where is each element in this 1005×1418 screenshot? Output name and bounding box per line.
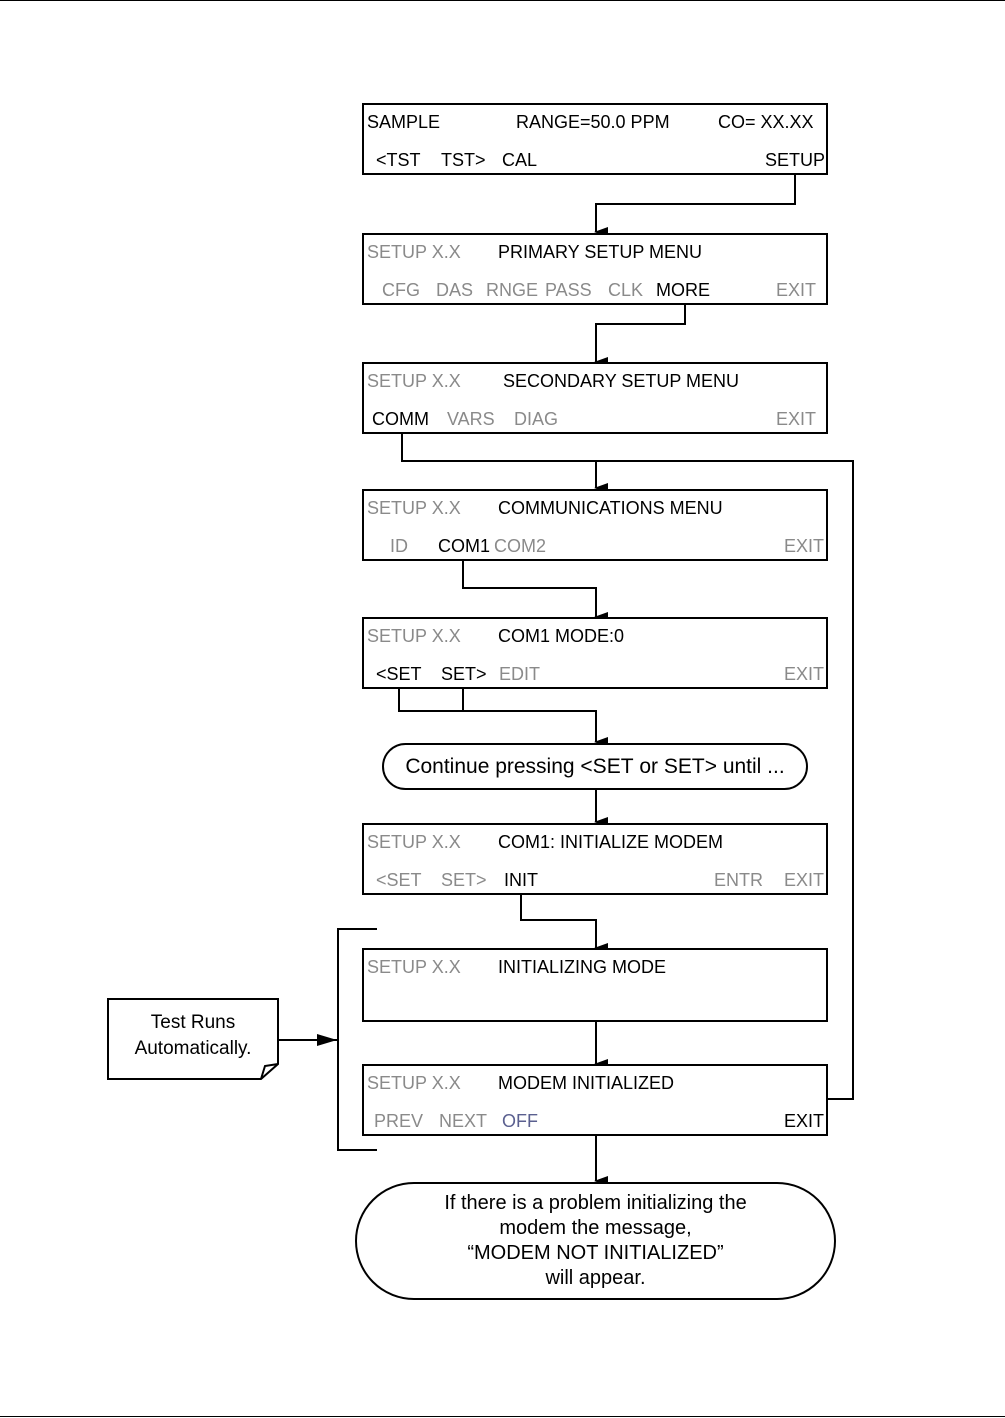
screen-title: MODEM INITIALIZED — [498, 1073, 675, 1093]
setup-version-label: SETUP X.X — [367, 832, 461, 852]
com1-button[interactable]: COM1 — [438, 536, 491, 556]
sample-mode-label: SAMPLE — [367, 112, 441, 132]
init-button[interactable]: INIT — [504, 870, 538, 890]
cal-button[interactable]: CAL — [502, 150, 538, 170]
set-next-button[interactable]: SET> — [441, 870, 487, 890]
communications-menu-screen: SETUP X.X COMMUNICATIONS MENU ID COM1 CO… — [362, 489, 828, 561]
vars-button[interactable]: VARS — [447, 409, 495, 429]
id-button[interactable]: ID — [390, 536, 408, 556]
setup-version-label: SETUP X.X — [367, 1073, 461, 1093]
com2-button[interactable]: COM2 — [494, 536, 547, 556]
screen-title: PRIMARY SETUP MENU — [498, 242, 703, 262]
modem-initialized-screen: SETUP X.X MODEM INITIALIZED PREV NEXT OF… — [362, 1064, 828, 1136]
setup-version-label: SETUP X.X — [367, 242, 461, 262]
set-prev-button[interactable]: <SET — [376, 870, 422, 890]
exit-button[interactable]: EXIT — [784, 870, 825, 890]
initializing-mode-screen: SETUP X.X INITIALIZING MODE — [362, 948, 828, 1022]
set-next-button[interactable]: SET> — [441, 664, 487, 684]
setup-version-label: SETUP X.X — [367, 957, 461, 977]
note-line-1: Test Runs — [150, 1012, 236, 1033]
off-button[interactable]: OFF — [502, 1111, 538, 1131]
continue-mid: or — [633, 754, 664, 778]
more-button[interactable]: MORE — [656, 280, 710, 300]
note-shape — [107, 998, 279, 1080]
exit-button[interactable]: EXIT — [776, 409, 817, 429]
screen-title: COM1 MODE:0 — [498, 626, 625, 646]
secondary-setup-screen: SETUP X.X SECONDARY SETUP MENU COMM VARS… — [362, 362, 828, 434]
screen-title: COMMUNICATIONS MENU — [498, 498, 723, 518]
setup-version-label: SETUP X.X — [367, 498, 461, 518]
problem-line-1: If there is a problem initializing the — [444, 1192, 747, 1214]
continue-key-set-next: SET> — [663, 754, 717, 778]
pass-button[interactable]: PASS — [545, 280, 592, 300]
range-readout: RANGE=50.0 PPM — [516, 112, 670, 132]
continue-pre: Continue pressing — [405, 754, 581, 778]
continue-post: until ... — [716, 754, 785, 778]
bottom-rule — [0, 1416, 1005, 1417]
cfg-button[interactable]: CFG — [382, 280, 420, 300]
note-line-2: Automatically. — [134, 1038, 252, 1059]
exit-button[interactable]: EXIT — [784, 1111, 825, 1131]
com1-mode-screen: SETUP X.X COM1 MODE:0 <SET SET> EDIT EXI… — [362, 617, 828, 689]
sample-screen: SAMPLE RANGE=50.0 PPM CO= XX.XX <TST TST… — [362, 103, 828, 175]
setup-button[interactable]: SETUP — [765, 150, 826, 170]
set-prev-button[interactable]: <SET — [376, 664, 422, 684]
edit-button[interactable]: EDIT — [499, 664, 541, 684]
comm-button[interactable]: COMM — [372, 409, 429, 429]
co-readout: CO= XX.XX — [718, 112, 814, 132]
screen-title: INITIALIZING MODE — [498, 957, 667, 977]
problem-line-2: modem the message, — [499, 1217, 692, 1239]
setup-version-label: SETUP X.X — [367, 371, 461, 391]
test-runs-note: Test Runs Automatically. — [107, 998, 279, 1080]
tst-next-button[interactable]: TST> — [441, 150, 486, 170]
entr-button[interactable]: ENTR — [714, 870, 763, 890]
problem-line-4: will appear. — [545, 1267, 646, 1289]
das-button[interactable]: DAS — [436, 280, 474, 300]
primary-setup-screen: SETUP X.X PRIMARY SETUP MENU CFG DAS RNG… — [362, 233, 828, 305]
exit-button[interactable]: EXIT — [776, 280, 817, 300]
problem-line-3: “MODEM NOT INITIALIZED” — [467, 1242, 724, 1264]
screen-title: SECONDARY SETUP MENU — [503, 371, 740, 391]
prev-button[interactable]: PREV — [374, 1111, 424, 1131]
continue-key-set-prev: <SET — [580, 754, 634, 778]
exit-button[interactable]: EXIT — [784, 664, 825, 684]
clk-button[interactable]: CLK — [608, 280, 644, 300]
screen-title: COM1: INITIALIZE MODEM — [498, 832, 724, 852]
top-rule — [0, 0, 1005, 1]
exit-button[interactable]: EXIT — [784, 536, 825, 556]
rnge-button[interactable]: RNGE — [486, 280, 539, 300]
diag-button[interactable]: DIAG — [514, 409, 559, 429]
tst-prev-button[interactable]: <TST — [376, 150, 421, 170]
continue-instruction: Continue pressing <SET or SET> until ... — [382, 743, 808, 790]
initialize-modem-screen: SETUP X.X COM1: INITIALIZE MODEM <SET SE… — [362, 823, 828, 895]
problem-message: If there is a problem initializing the m… — [355, 1182, 836, 1300]
next-button[interactable]: NEXT — [439, 1111, 488, 1131]
setup-version-label: SETUP X.X — [367, 626, 461, 646]
